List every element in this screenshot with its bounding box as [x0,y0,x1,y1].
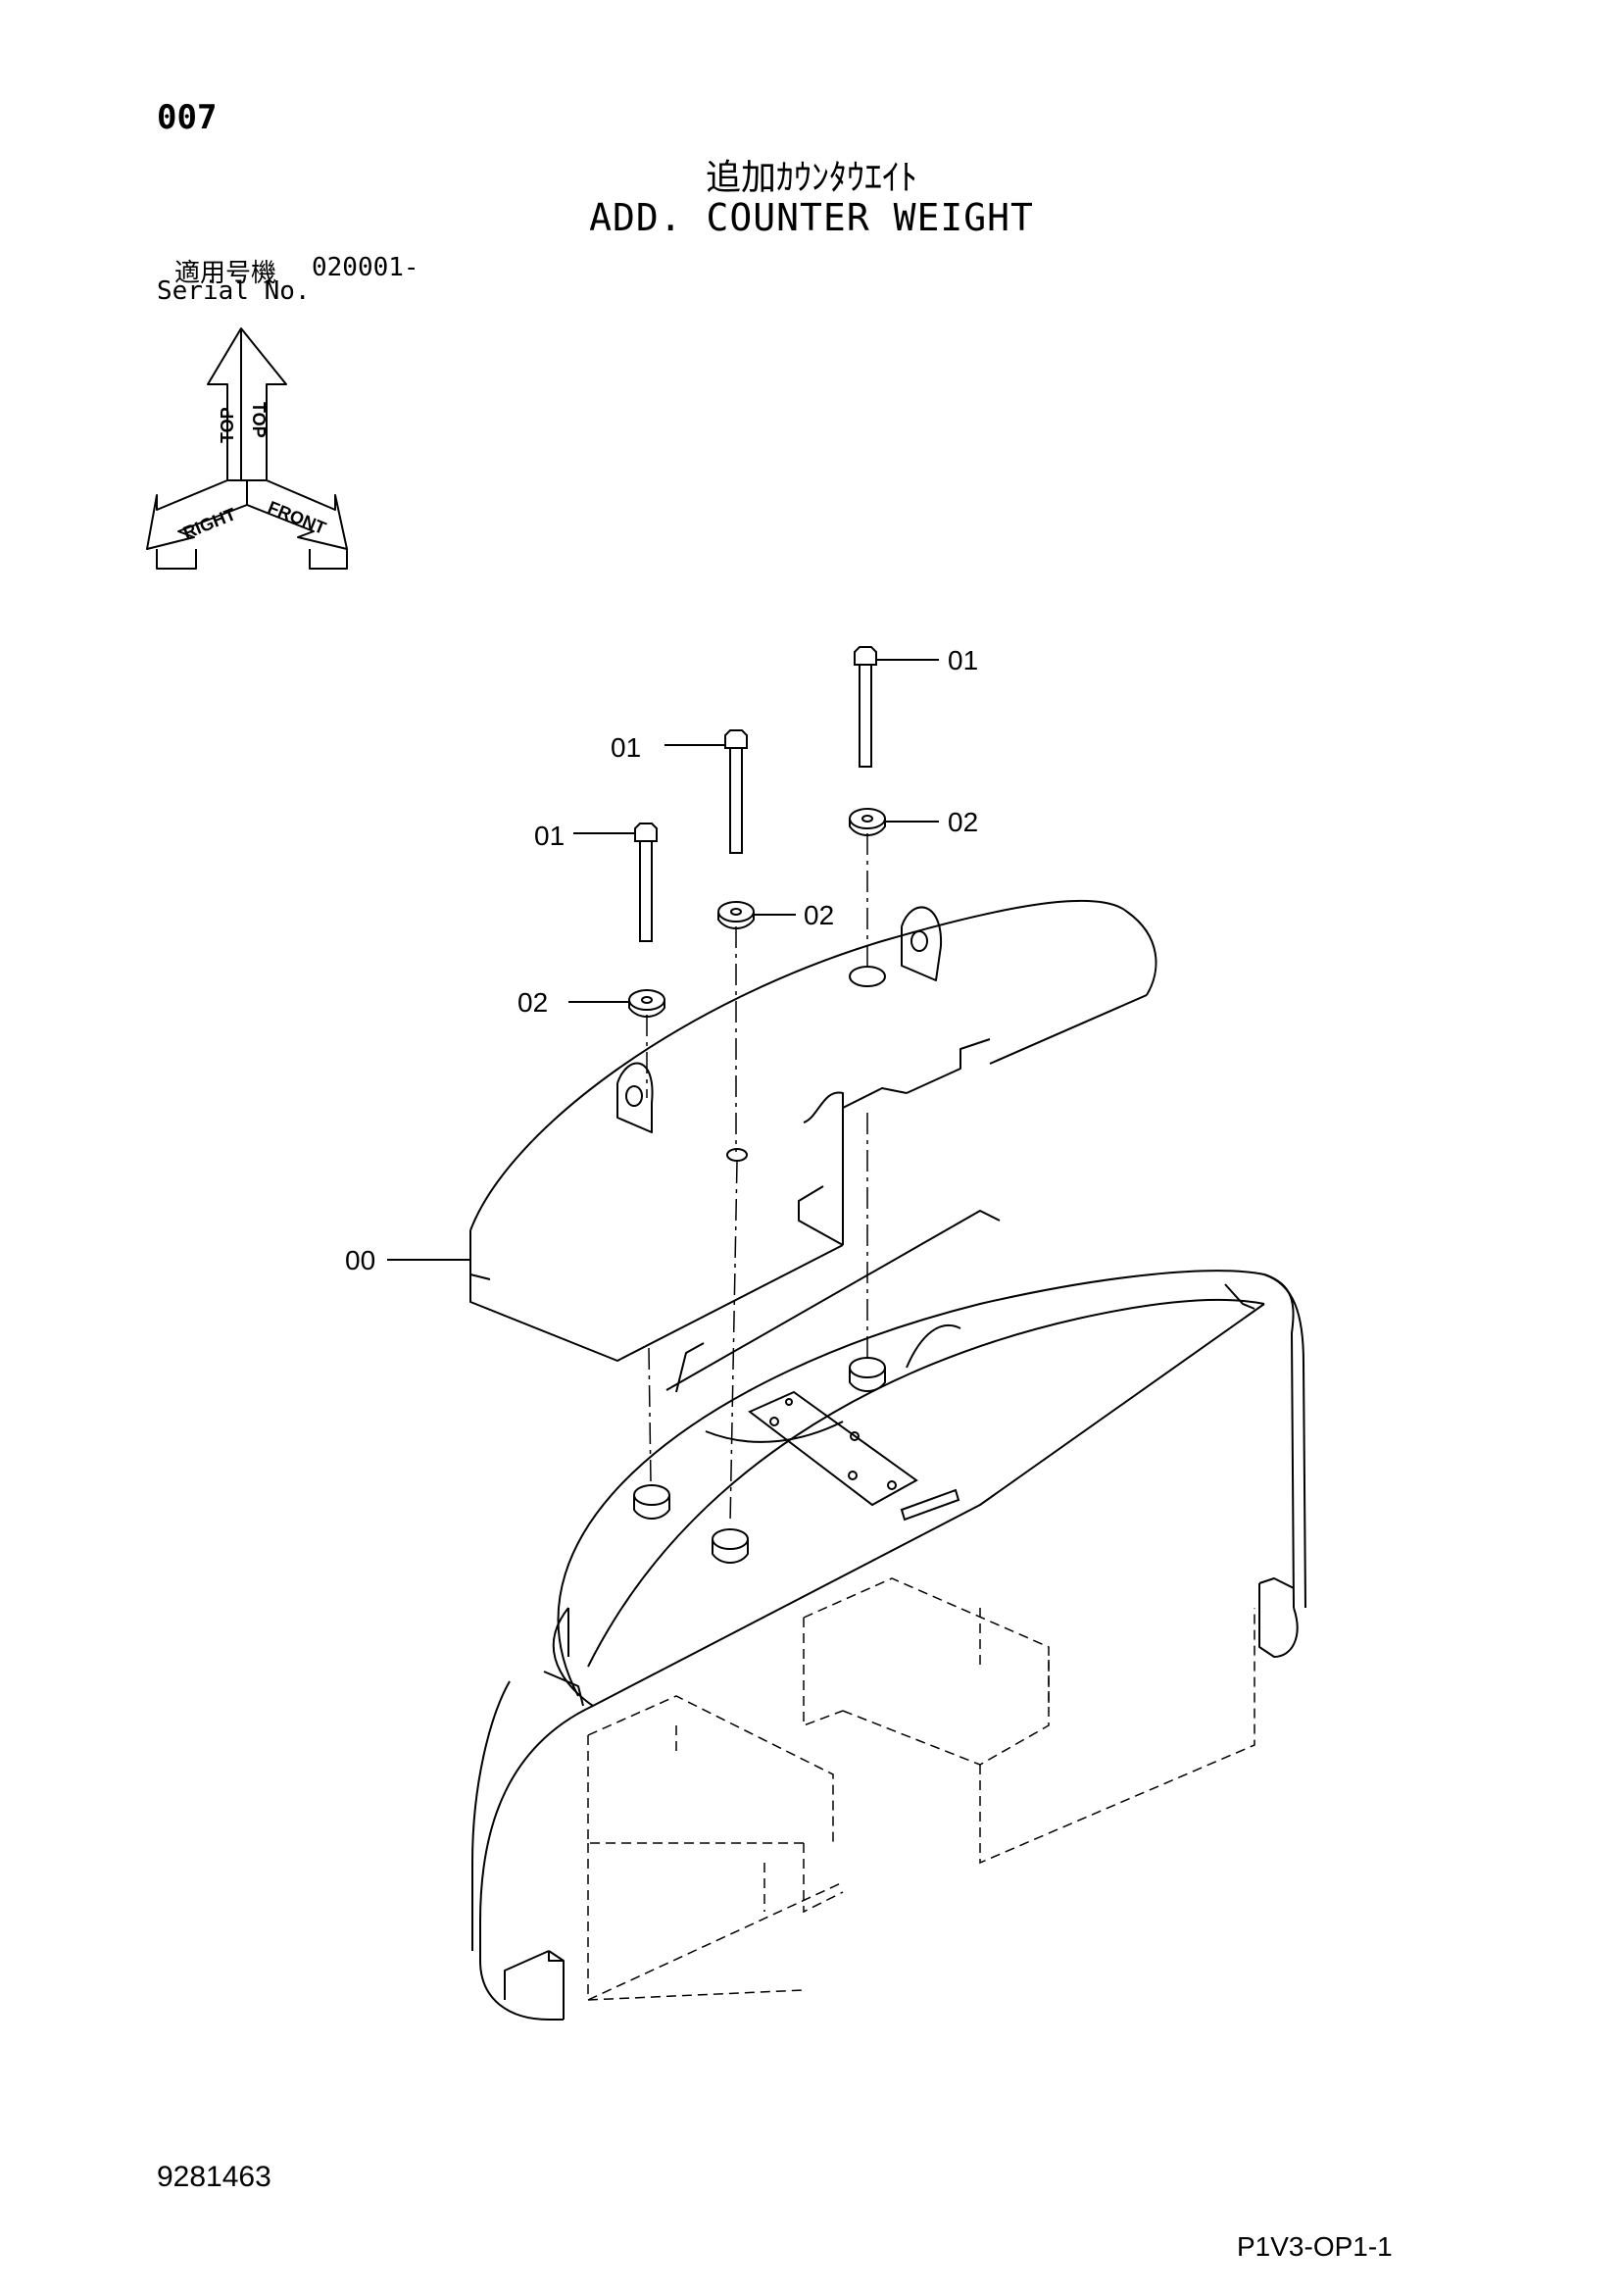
add-counterweight [469,899,1157,1362]
callout-washer-center: 02 [804,900,834,930]
callout-bolt-right: 01 [948,645,978,675]
orientation-arrows [146,327,348,570]
title-english: ADD. COUNTER WEIGHT [589,196,1034,239]
washers [628,808,886,1018]
leader-lines [387,659,939,1261]
assembly-center-lines [646,833,868,1525]
callout-washer-left: 02 [517,987,548,1018]
callout-washer-right: 02 [948,807,978,837]
callout-bolt-left: 01 [534,821,565,851]
orientation-top-label-mirror: TOP [218,407,237,443]
serial-label-japanese: 適用号機 [174,259,277,288]
base-counterweight [471,1210,1306,2021]
orientation-symbol: TOP TOP RIGHT FRONT [146,327,348,570]
orientation-top-label: TOP [249,402,269,438]
title-japanese: 追加ｶｳﾝﾀｳｴｲﾄ [705,158,917,198]
bolts [634,646,877,942]
callout-counterweight: 00 [345,1245,375,1275]
serial-label-english: Serial No. [157,276,311,306]
page-number: 007 [157,98,218,137]
document-number: 9281463 [157,2161,271,2193]
serial-range: 020001- [312,253,419,282]
hidden-internal-blocks [587,1577,1255,2002]
callout-bolt-center: 01 [611,732,641,763]
sheet-code: P1V3-OP1-1 [1237,2231,1393,2262]
